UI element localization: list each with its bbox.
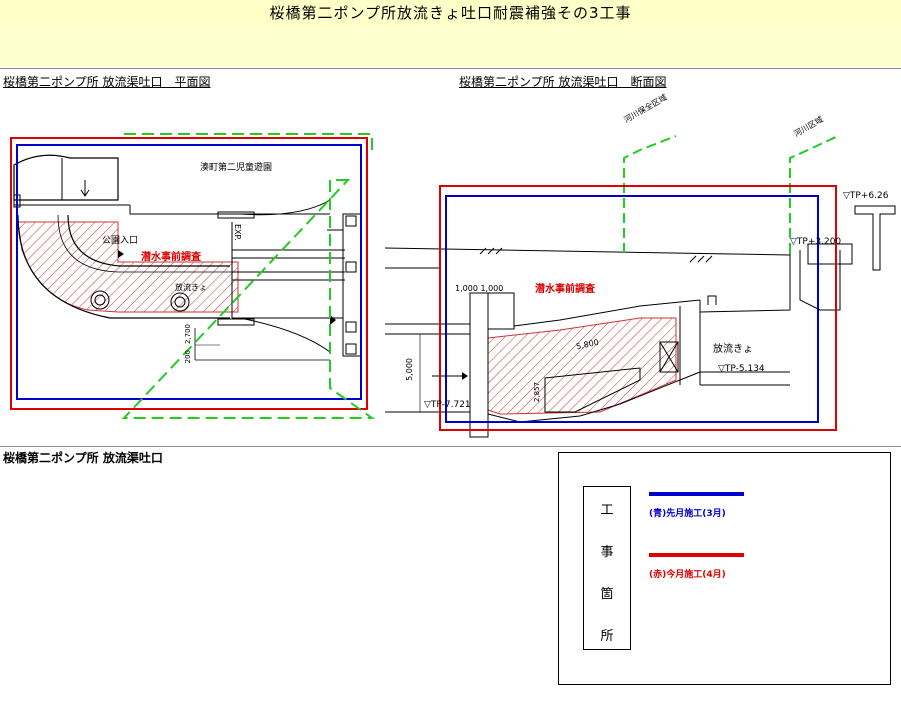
legend-red-label: (赤)今月施工(4月) — [649, 570, 726, 580]
legend-char-4: 所 — [600, 629, 614, 644]
plan-blue-frame — [16, 144, 362, 400]
section-blue-frame — [445, 195, 819, 423]
plan-green-frame — [121, 133, 376, 419]
divider-top — [0, 68, 901, 69]
legend-char-3: 箇 — [600, 587, 614, 602]
title-bar: 桜橋第二ポンプ所放流きょ吐口耐震補強その3工事 — [0, 0, 901, 25]
bottom-heading: 桜橋第二ポンプ所 放流渠吐口 — [3, 451, 163, 465]
section-view-heading: 桜橋第二ポンプ所 放流渠吐口 断面図 — [459, 75, 667, 89]
legend-box: 工 事 箇 所 (青)先月施工(3月) (赤)今月施工(4月) — [558, 452, 891, 685]
plan-red-frame — [10, 137, 368, 410]
section-tp-5134: ▽TP-5.134 — [718, 364, 765, 374]
section-outfall-label: 放流きょ — [713, 344, 753, 355]
legend-work-location-box: 工 事 箇 所 — [583, 486, 631, 650]
section-dim-5000: 5,000 — [405, 358, 414, 381]
divider-middle — [0, 446, 901, 447]
section-tp-3200: ▽TP+3.200 — [790, 237, 842, 247]
section-tp-626: ▽TP+6.26 — [843, 191, 889, 201]
plan-exp-label: EXP. — [233, 224, 242, 241]
plan-park-label: 湊町第二児童遊園 — [200, 163, 273, 173]
title-band — [0, 25, 901, 67]
section-dive-survey-label: 潜水事前調査 — [535, 284, 595, 295]
plan-view-heading: 桜橋第二ポンプ所 放流渠吐口 平面図 — [3, 75, 211, 89]
section-red-frame — [439, 185, 837, 431]
plan-dive-survey-label: 潜水事前調査 — [141, 252, 201, 263]
legend-blue-label: (青)先月施工(3月) — [649, 509, 726, 519]
legend-char-2: 事 — [600, 545, 614, 560]
legend-char-1: 工 — [600, 503, 614, 518]
page-title: 桜橋第二ポンプ所放流きょ吐口耐震補強その3工事 — [269, 4, 632, 22]
section-tp-7721: ▽TP-7.721 — [424, 400, 471, 410]
legend-blue-line — [649, 492, 744, 496]
section-hatch-area — [487, 317, 677, 415]
plan-park-entrance-label: 公園入口 — [102, 236, 139, 246]
section-dims-top: 1,000 1,000 — [455, 284, 504, 293]
plan-outfall-label: 放流きょ — [175, 283, 207, 292]
section-dim-2857: 2,857 — [533, 382, 541, 403]
legend-red-line — [649, 553, 744, 557]
